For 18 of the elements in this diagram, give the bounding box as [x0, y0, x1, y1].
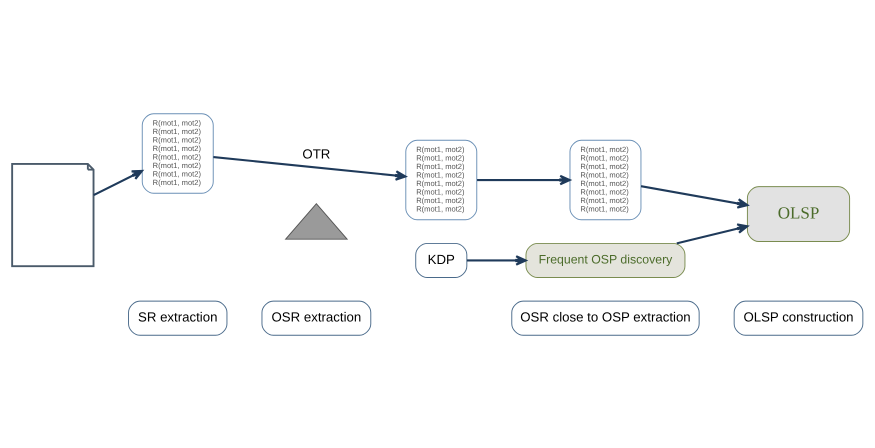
node-box: KDP: [415, 242, 468, 278]
node-box: SR extraction: [128, 300, 228, 336]
node-triangle: [284, 202, 348, 240]
node-box: OSR close to OSP extraction: [511, 300, 700, 336]
node-box: R(mot1, mot2) R(mot1, mot2) R(mot1, mot2) R(mot1, mot2) R(mot1, mot2) R(mot1, mot2) R(mot1, mot2) R(mot1, mot2): [405, 139, 478, 220]
node-box: R(mot1, mot2) R(mot1, mot2) R(mot1, mot2) R(mot1, mot2) R(mot1, mot2) R(mot1, mot2) R(mot1, mot2) R(mot1, mot2): [142, 112, 214, 194]
node-box: OLSP construction: [734, 300, 864, 336]
node-box: OLSP: [746, 186, 850, 242]
node-box: R(mot1, mot2) R(mot1, mot2) R(mot1, mot2) R(mot1, mot2) R(mot1, mot2) R(mot1, mot2) R(mot1, mot2) R(mot1, mot2): [570, 139, 642, 220]
arrow: [640, 184, 748, 208]
edge-label: OTR: [302, 146, 330, 161]
arrow: [213, 156, 406, 180]
arrow: [93, 169, 144, 196]
arrow: [676, 222, 748, 244]
arrow: [477, 174, 571, 185]
arrow: [466, 254, 527, 266]
node-box: OSR extraction: [262, 300, 372, 336]
node-box: Frequent OSP discovery: [526, 242, 686, 278]
